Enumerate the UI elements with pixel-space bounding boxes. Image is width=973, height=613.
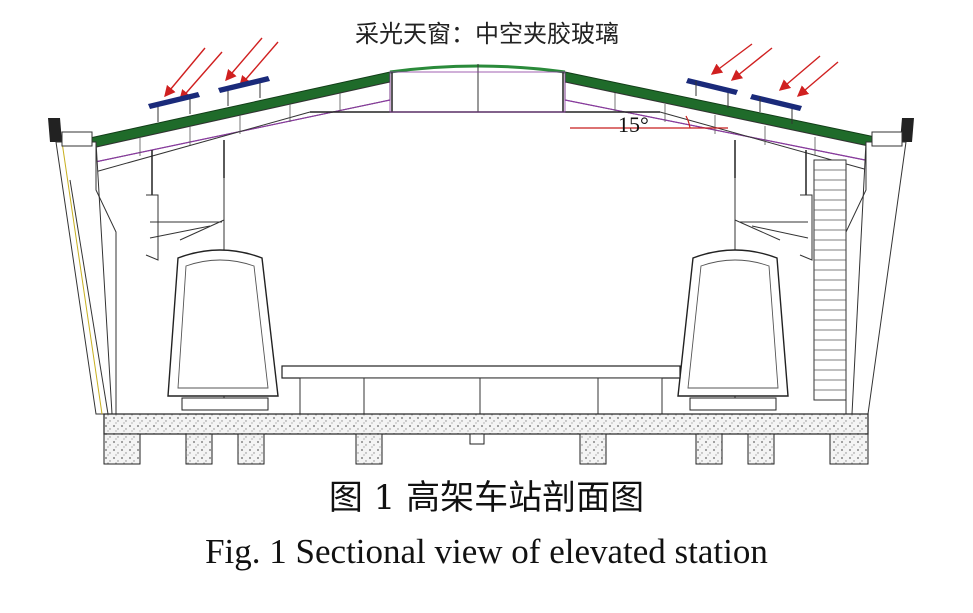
- right-gutter: [871, 131, 903, 147]
- right-wall: [813, 118, 914, 415]
- figure-caption-english: Fig. 1 Sectional view of elevated statio…: [205, 532, 768, 571]
- skylight-label: 采光天窗：中空夹胶玻璃: [355, 20, 619, 48]
- viaduct-slab: [103, 413, 869, 465]
- skylight: [389, 64, 566, 113]
- island-platform: [281, 365, 681, 415]
- stair-treads: [814, 169, 846, 391]
- section-diagram: 采光天窗：中空夹胶玻璃: [48, 20, 914, 465]
- train-right: [677, 249, 789, 411]
- solar-panels: [148, 76, 802, 124]
- sun-rays-left: [164, 37, 279, 102]
- sun-rays-right: [710, 43, 839, 97]
- figure-caption-chinese: 图 1 高架车站剖面图: [328, 478, 645, 518]
- roof-angle-marker: 15°: [570, 112, 728, 137]
- train-left: [167, 249, 279, 411]
- roof-angle-label: 15°: [618, 112, 649, 137]
- roof-structure: [89, 71, 881, 173]
- left-wall: [48, 118, 117, 415]
- left-gutter: [61, 131, 93, 147]
